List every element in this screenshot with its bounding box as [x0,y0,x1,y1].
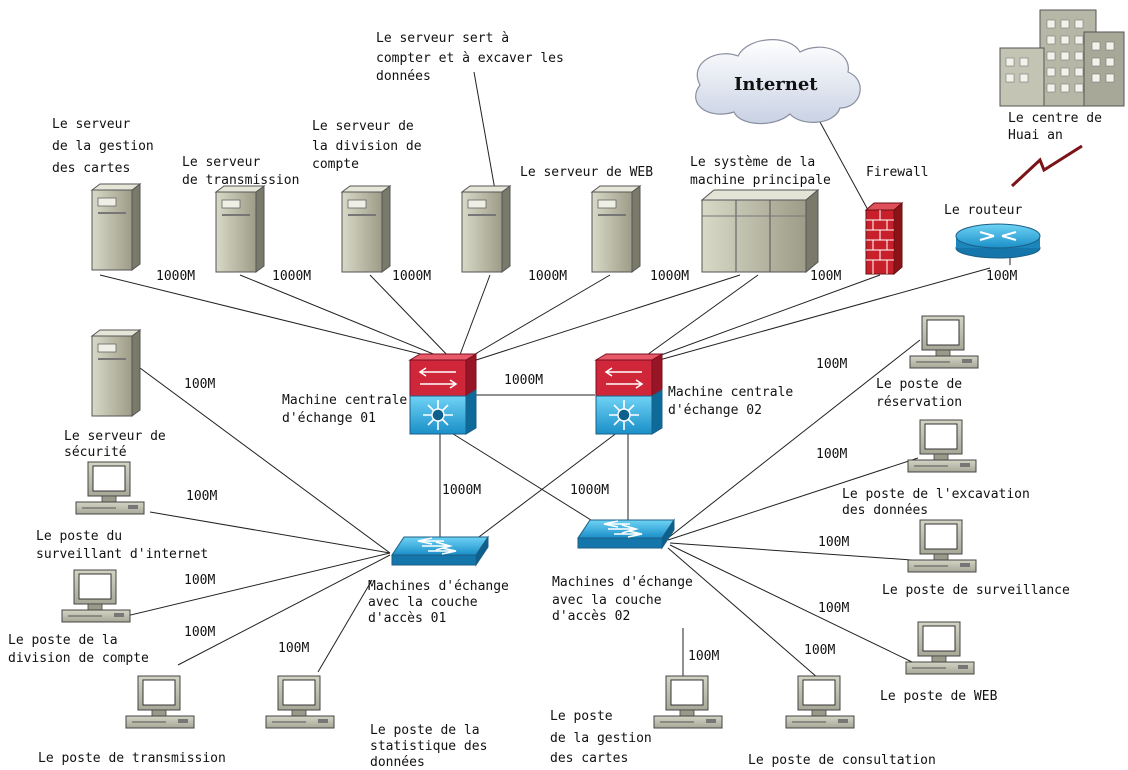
server-icon-mining [461,185,511,273]
access-switch-01-label: Machines d'échange avec la couche d'accè… [368,579,517,626]
link-access02-mining [667,457,919,541]
server-label-division: Le serveur de la division de compte [312,119,429,172]
division-post-label: Le poste de la division de compte [8,633,149,666]
link-access02-web [669,544,913,663]
speed-label-division-post: 100M [184,573,215,588]
pc-icon-web [905,621,975,675]
link-router-core02 [644,267,991,365]
pc-icon-cards [653,675,723,729]
speed-label-transmission-post: 100M [184,625,215,640]
server-label-transmission: Le serveur de transmission [182,155,299,188]
access-switch-01-icon [391,536,489,566]
router-label: Le routeur [944,203,1022,218]
link-mainframe-core02 [639,274,759,361]
pc-icon-division [61,569,131,623]
link-core02-access01 [454,431,619,556]
speed-label-core-link: 1000M [504,373,543,388]
internet-cloud-icon [695,39,861,125]
security-server-label: Le serveur de sécurité [64,429,174,460]
speed-label-mining: 100M [816,447,847,462]
core-switch-02-icon [595,353,663,435]
speed-label-firewall: 100M [810,269,841,284]
speed-label-transmission: 1000M [272,269,311,284]
surveillance-post-label: Le poste de surveillance [882,583,1070,598]
mining-server-label: Le serveur sert à compter et à excaver l… [376,31,572,84]
link-access01-statistics [317,579,373,673]
router-icon [955,223,1041,259]
speed-label-router: 100M [986,269,1017,284]
speed-label-uplink-left: 1000M [442,483,481,498]
link-server-division-core01 [369,274,453,361]
link-server-transmission-core01 [239,274,449,361]
speed-label-security: 100M [184,377,215,392]
mining-post-label: Le poste de l'excavation des données [842,487,1038,518]
firewall-icon [864,201,904,276]
link-server-mining-core01 [457,274,491,361]
cards-post-label: Le poste de la gestion des cartes [550,709,660,766]
link-access02-consultation [667,547,819,679]
security-server-icon [91,329,141,417]
core-switch-01-icon [409,353,477,435]
link-access02-reservation [667,339,921,539]
server-label-web: Le serveur de WEB [520,165,653,180]
pc-icon-statistics [265,675,335,729]
link-access01-security [139,367,391,554]
speed-label-mainframe: 1000M [650,269,689,284]
link-mining-label [473,71,496,191]
server-icon-division [341,185,391,273]
server-icon-cards [91,183,141,271]
reservation-post-label: Le poste de réservation [876,377,970,410]
pc-icon-reservation [909,315,979,369]
speed-label-surveillance: 100M [818,535,849,550]
core-switch-02-label: Machine centrale d'échange 02 [668,385,801,418]
firewall-label: Firewall [866,165,929,180]
server-icon-web [591,185,641,273]
speed-label-web: 1000M [528,269,567,284]
center-label: Le centre de Huai an [1008,111,1110,143]
pc-icon-mining [907,419,977,473]
access-switch-02-label: Machines d'échange avec la couche d'accè… [552,575,701,624]
statistics-post-label: Le poste de la statistique des données [370,723,495,770]
internet-label: Internet [734,74,818,95]
speed-label-consultation: 100M [804,643,835,658]
link-access01-transmission [177,554,391,666]
speed-label-internet-watch: 100M [186,489,217,504]
speed-label-reservation: 100M [816,357,847,372]
speed-label-statistics-post: 100M [278,641,309,656]
core-switch-01-label: Machine centrale d'échange 01 [282,393,415,426]
link-firewall-core02 [641,274,881,363]
link-core01-access02 [449,431,616,536]
link-mainframe-core01 [469,274,741,363]
server-icon-transmission [215,185,265,273]
speed-label-cards: 1000M [156,269,195,284]
speed-label-web-post: 100M [818,601,849,616]
pc-icon-consultation [785,675,855,729]
internet-watch-label: Le poste du surveillant d'internet [36,529,208,562]
access-switch-02-icon [577,519,675,549]
transmission-post-label: Le poste de transmission [38,751,226,766]
consultation-post-label: Le poste de consultation [748,753,936,768]
link-server-web-core01 [464,274,611,361]
speed-label-cards-post: 100M [688,649,719,664]
building-icon [999,9,1125,107]
connection-lines [99,71,1011,679]
pc-icon-surveillance [907,519,977,573]
link-access01-division [117,552,391,619]
link-firewall-internet [819,121,869,211]
mainframe-icon [700,188,820,274]
mainframe-label: Le système de la machine principale [690,155,831,188]
speed-label-uplink-right: 1000M [570,483,609,498]
link-access02-surveillance [669,542,913,561]
pc-icon-internet-watch [75,461,145,515]
web-post-label: Le poste de WEB [880,689,998,704]
wan-link-icon [1010,144,1083,188]
pc-icon-transmission [125,675,195,729]
server-label-cards: Le serveur de la gestion des cartes [52,117,162,176]
link-access01-internet-watch [149,511,391,554]
speed-label-division: 1000M [392,269,431,284]
link-server-cards-core01 [99,274,446,361]
